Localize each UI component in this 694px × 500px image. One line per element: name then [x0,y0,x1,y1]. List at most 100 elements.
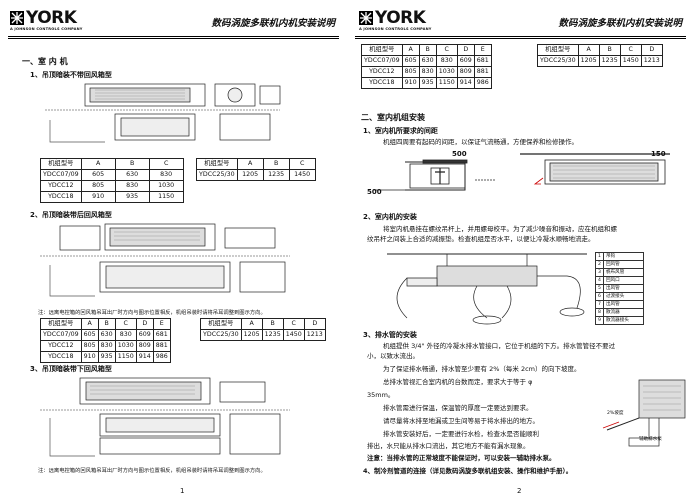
paragraph-line: 排水管安装好后，一定要进行水检，检查水是否能顺利 [383,430,539,438]
paragraph: 机组四周要有起码的间距，以保证气流畅通，方便保养和检修操作。 [383,138,578,146]
table-cell: 1150 [114,351,137,363]
table-cell: 609 [135,329,154,341]
york-logo: YORK A JOHNSON CONTROLS COMPANY [10,9,120,31]
table-cell: 809 [456,66,475,78]
footnote: 注：远离电控箱的回风箱吊耳出厂时方向与图示位置相反，机组吊装时请将吊耳调整到图示… [38,468,266,474]
table-header-cell: 机组型号 [200,318,242,330]
table-cell: 830 [148,169,184,181]
table-header-cell: 机组型号 [40,318,82,330]
unit-diagram-bottom-return-box [40,377,290,457]
table-header-cell: E [473,44,492,56]
table-cell: 830 [418,66,437,78]
legend-label: 帆布风管 [602,268,644,277]
table-cell: YDCC12 [40,180,82,192]
table-cell: 605 [80,169,116,181]
paragraph-line: 排水管需进行保温，保温管的厚度一定要达到要求。 [383,404,533,412]
table-cell: 1205 [240,329,263,341]
brand-name: YORK [26,8,77,28]
york-emblem-icon [359,11,373,25]
legend-label: 出风管 [602,284,644,293]
unit-diagram-no-return-box [45,83,281,143]
paragraph-line: 为了保证排水畅通，排水管至少要有 2%（每米 2cm）的向下坡度。 [383,365,581,373]
table-cell: YDCC07/09 [40,329,82,341]
paragraph-line: 总排水管视汇合室内机的台数而定，要求大于等于 φ [383,378,533,386]
table-cell: 805 [401,66,420,78]
legend-number: 1 [595,252,604,261]
table-cell: 1030 [114,340,137,352]
legend-label: 过渡接头 [602,292,644,301]
table-header-row: 机组型号 A B C D [200,318,326,330]
table-cell: YDCC12 [40,340,82,352]
page-number: 2 [517,487,522,495]
subsection-heading: 3、吊顶暗装带下回风箱型 [30,365,112,373]
header-rule [8,36,339,39]
table-cell: YDCC12 [361,66,403,78]
table-header-cell: B [97,318,116,330]
table-cell: YDCC07/09 [361,55,403,67]
table-cell: 1213 [640,55,663,67]
table-header-cell: A [240,318,263,330]
page-2: YORK A JOHNSON CONTROLS COMPANY 数码涡旋多联机内… [347,0,694,500]
brand-name: YORK [375,8,426,28]
table-cell: 1205 [236,169,264,181]
paragraph-line: 排出，水只能从排水口流出，其它地方不能有漏水现象。 [367,442,530,450]
table-cell: 1030 [148,180,184,192]
table-cell: 681 [473,55,492,67]
table-cell: 1450 [288,169,316,181]
table-cell: 881 [152,340,171,352]
table-header-cell: D [135,318,154,330]
table-cell: 1205 [577,55,600,67]
table-header-cell: B [262,158,290,170]
legend-number: 5 [595,284,604,293]
clearance-diagram [373,153,670,191]
table-header-cell: C [148,158,184,170]
table-header-cell: B [261,318,284,330]
table-cell: 986 [473,77,492,89]
table-header-row: 机组型号 A B C D E [40,318,171,330]
legend-number: 9 [595,316,604,325]
section-heading: 二、室内机组安装 [361,113,425,122]
legend-label: 出风管 [602,300,644,309]
table-header-row: 机组型号 A B C [196,158,316,170]
table-cell: YDCC25/30 [196,169,238,181]
table-header-cell: C [114,318,137,330]
paragraph-line: 将室内机悬挂在螺纹吊杆上，并用螺母校平。为了减少噪音和振动，应在机组和螺 [383,225,617,233]
subsection-heading: 4、制冷剂管道的连接（详见数码涡旋多联机组安装、操作和维护手册）。 [363,467,573,475]
table-header-row: 机组型号 A B C [40,158,184,170]
table-cell: 1235 [261,329,284,341]
table-cell: YDCC18 [361,77,403,89]
table-cell: 910 [80,351,99,363]
paragraph-line: 纹吊杆之间装上合适的减振垫。检查机组是否水平，以便让冷凝水顺畅地流走。 [367,235,595,243]
york-emblem-icon [10,11,24,25]
legend-label: 回风口 [602,276,644,285]
table-cell: YDCC18 [40,351,82,363]
table-header-cell: A [577,44,600,56]
table-cell: 935 [114,191,150,203]
drain-note: 注意：当排水管的正常坡度不能保证时，可以安装一辅助排水泵。 [367,454,556,462]
table-header-cell: A [80,158,116,170]
page-number: 1 [180,487,185,495]
table-header-cell: D [456,44,475,56]
york-logo: YORK A JOHNSON CONTROLS COMPANY [359,9,469,31]
table-cell: 1150 [435,77,458,89]
subsection-heading: 2、吊顶暗装带后回风箱型 [30,211,112,219]
